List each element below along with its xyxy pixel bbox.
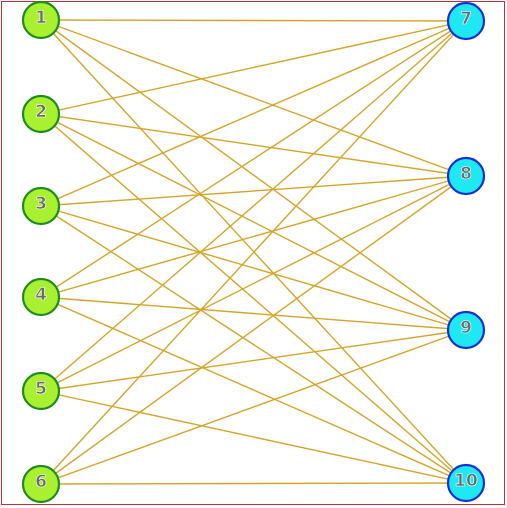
edge-5-7 [40,20,467,392]
edge-2-7 [40,20,467,115]
node-circle-8 [446,156,486,196]
edges-layer [40,19,467,485]
node-label-4: 4 [35,285,47,305]
node-label-6: 6 [35,472,47,492]
edge-1-9 [40,19,467,331]
node-label-10: 10 [454,471,478,491]
edge-3-7 [40,20,467,207]
node-8: 8 [446,156,486,196]
node-7: 7 [446,1,486,41]
node-label-2: 2 [35,102,47,122]
node-circle-1 [21,0,61,40]
edge-4-9 [40,296,467,331]
node-1: 1 [21,0,61,40]
node-3: 3 [21,186,61,226]
node-4: 4 [21,277,61,317]
edge-3-10 [40,205,467,484]
edge-4-8 [40,175,467,298]
node-label-8: 8 [460,164,472,184]
nodes-layer: 1 2 3 4 5 6 7 8 9 10 [21,0,486,504]
edge-6-10 [40,482,467,485]
edge-4-10 [40,296,467,484]
edge-5-9 [40,329,467,392]
node-label-3: 3 [35,194,47,214]
edge-6-8 [40,175,467,485]
node-label-5: 5 [35,379,47,399]
edge-6-9 [40,329,467,485]
edge-1-7 [40,19,467,22]
edge-5-8 [40,175,467,392]
node-6: 6 [21,464,61,504]
node-label-9: 9 [460,318,472,338]
node-10: 10 [446,463,486,503]
edge-2-8 [40,113,467,177]
node-9: 9 [446,310,486,350]
edge-3-9 [40,205,467,331]
edge-6-7 [40,20,467,485]
edge-3-8 [40,175,467,207]
edge-1-8 [40,19,467,177]
node-2: 2 [21,94,61,134]
edge-2-9 [40,113,467,331]
node-circle-5 [21,371,61,411]
edge-2-10 [40,113,467,484]
node-circle-4 [21,277,61,317]
node-label-7: 7 [460,9,472,29]
node-circle-6 [21,464,61,504]
node-circle-2 [21,94,61,134]
node-circle-9 [446,310,486,350]
node-circle-10 [446,463,486,503]
node-circle-7 [446,1,486,41]
node-label-1: 1 [35,8,47,28]
edge-4-7 [40,20,467,298]
node-5: 5 [21,371,61,411]
node-circle-3 [21,186,61,226]
